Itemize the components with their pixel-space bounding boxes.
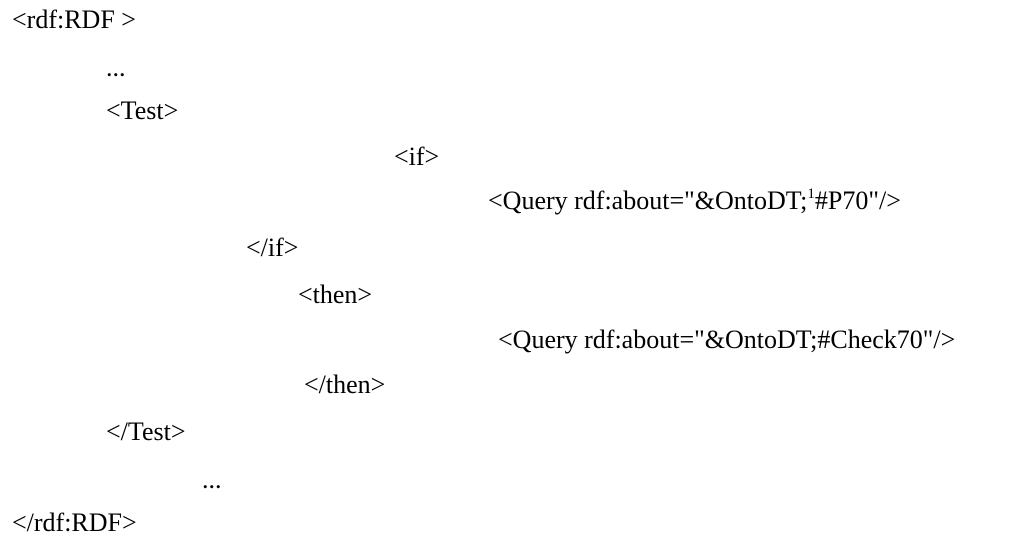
ellipsis-bottom: ... [202,465,222,494]
query-p70-line: <Query rdf:about="&OntoDT;1#P70"/> [488,186,901,220]
if-close-tag: </if> [246,233,299,262]
rdf-open-tag: <rdf:RDF > [12,5,136,34]
query-p70-suffix: #P70"/> [814,186,901,215]
ellipsis-top: ... [106,53,126,82]
rdf-close-tag: </rdf:RDF> [12,508,137,537]
then-open-tag: <then> [298,280,373,309]
footnote-marker: 1 [807,186,815,202]
test-close-tag: </Test> [106,417,186,446]
query-p70-prefix: <Query rdf:about="&OntoDT; [488,186,808,215]
then-close-tag: </then> [304,370,386,399]
query-check70-line: <Query rdf:about="&OntoDT;#Check70"/> [498,325,956,354]
test-open-tag: <Test> [106,96,179,125]
if-open-tag: <if> [394,142,440,171]
